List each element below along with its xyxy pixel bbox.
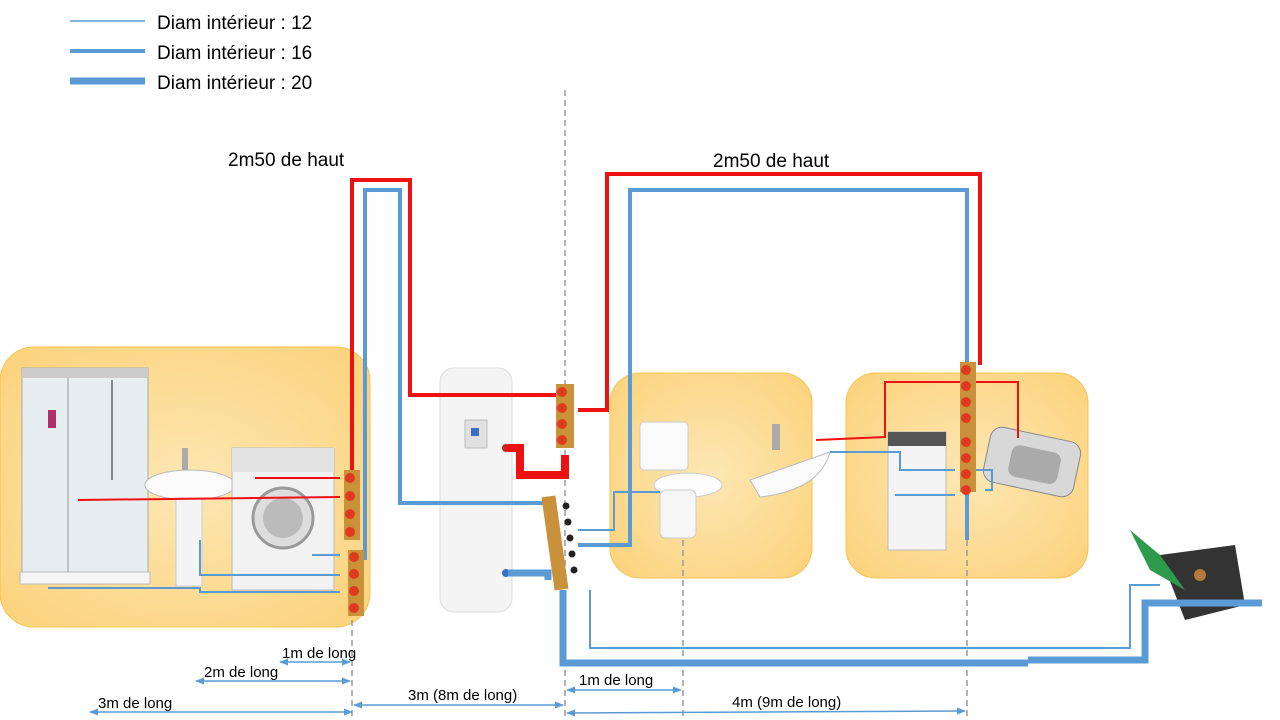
corner-sink-image xyxy=(749,424,831,498)
cold-water-pipes xyxy=(48,188,1262,667)
dishwasher-image xyxy=(887,431,947,551)
legend-label-20: Diam intérieur : 20 xyxy=(157,73,312,94)
dimension-label-left-1m: 1m de long xyxy=(282,645,356,662)
height-label-right: 2m50 de haut xyxy=(713,151,830,172)
dimension-label-right-4m: 4m (9m de long) xyxy=(732,694,841,711)
manifold-bathroom-cold xyxy=(348,550,364,616)
water-heater-image xyxy=(439,367,513,613)
washing-machine-image xyxy=(231,447,335,591)
dimension-arrows xyxy=(89,658,966,717)
legend-label-12: Diam intérieur : 12 xyxy=(157,13,312,34)
manifold-bathroom-hot xyxy=(344,470,360,540)
dimension-label-middle: 3m (8m de long) xyxy=(408,687,517,704)
dimension-label-left-2m: 2m de long xyxy=(204,664,278,681)
dimension-label-right-1m: 1m de long xyxy=(579,672,653,689)
manifold-main-cold xyxy=(541,495,578,591)
kitchen-sink-image xyxy=(982,426,1082,498)
hot-water-pipes xyxy=(77,172,1019,501)
shower-cabin-image xyxy=(19,367,151,585)
toilet-image xyxy=(639,421,723,539)
legend-label-16: Diam intérieur : 16 xyxy=(157,43,312,64)
legend: Diam intérieur : 12 Diam intérieur : 16 … xyxy=(70,13,312,94)
height-label-left: 2m50 de haut xyxy=(228,150,345,171)
manifold-kitchen xyxy=(960,362,976,495)
manifold-heater-hot xyxy=(556,384,574,448)
dimension-label-left-3m: 3m de long xyxy=(98,695,172,712)
